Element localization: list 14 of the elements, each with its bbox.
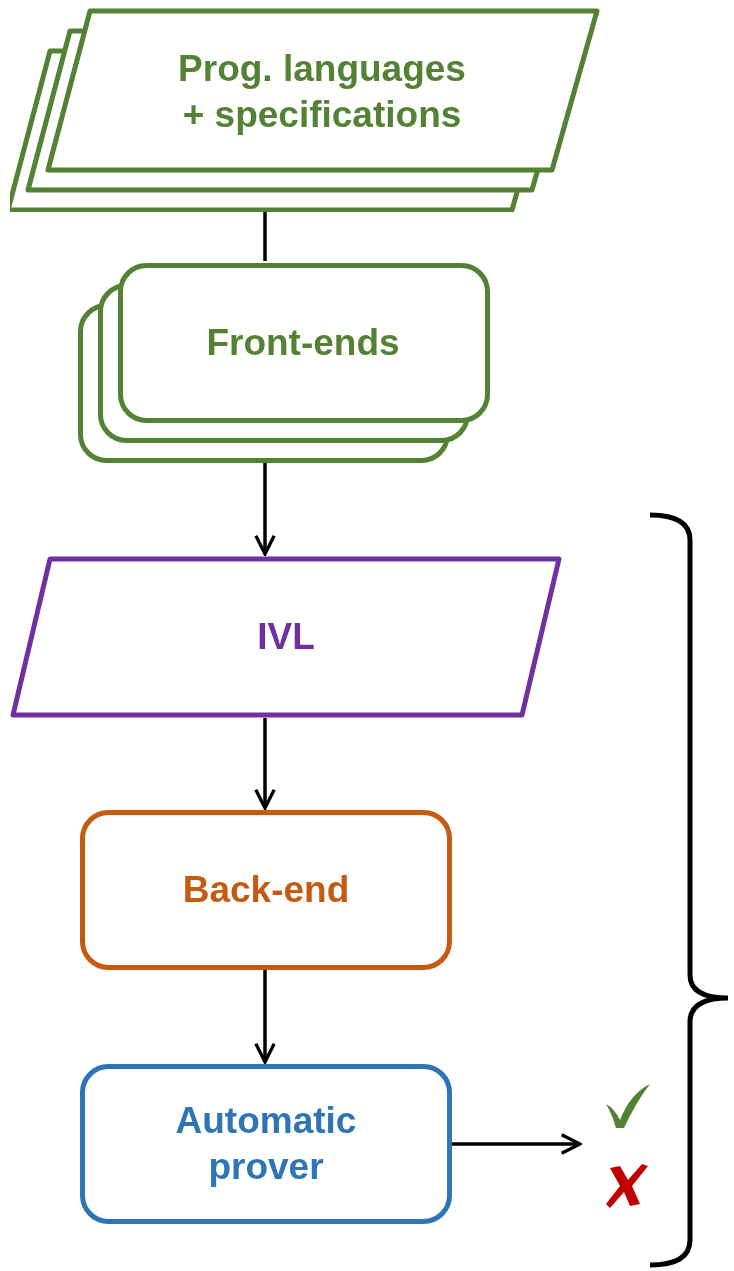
arrow <box>254 718 276 810</box>
document-stack <box>10 8 600 212</box>
process-stack <box>78 263 490 463</box>
node-label: Front-ends <box>205 320 401 365</box>
arrow <box>452 1133 582 1155</box>
process-box <box>80 1064 452 1224</box>
process-box <box>80 810 452 970</box>
node-label: Prog. languages + specifications <box>177 46 467 137</box>
arrow <box>254 463 276 556</box>
node-label: Automatic prover <box>174 1098 358 1189</box>
node-label: Back-end <box>181 867 351 912</box>
node-label: IVL <box>256 614 316 659</box>
arrow <box>254 970 276 1064</box>
data-parallelogram <box>10 556 562 718</box>
